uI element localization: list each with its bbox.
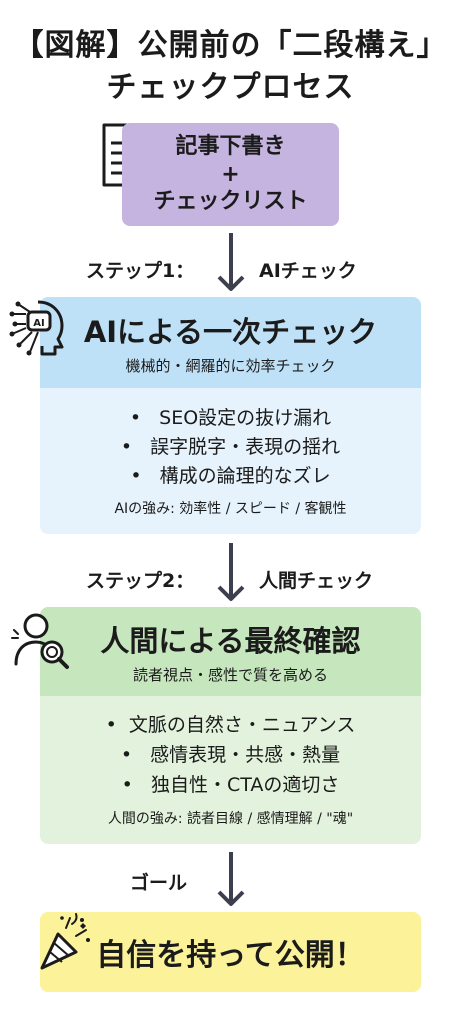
human-check-heading: 人間による最終確認 bbox=[100, 624, 361, 658]
human-strengths: 人間の強み: 読者目線 / 感情理解 / "魂" bbox=[107, 811, 354, 827]
arrow-down-icon bbox=[217, 852, 245, 908]
human-check-item: • 感情表現・共感・熱量 bbox=[120, 744, 341, 766]
ai-check-item: • SEO設定の抜け漏れ bbox=[129, 407, 332, 429]
party-popper-icon bbox=[36, 912, 94, 974]
draft-label: 記事下書き bbox=[175, 134, 286, 160]
ai-strengths: AIの強み: 効率性 / スピード / 客観性 bbox=[114, 501, 347, 517]
arrow-down-icon bbox=[217, 543, 245, 603]
human-check-item: • 独自性・CTAの適切さ bbox=[121, 774, 340, 796]
human-check-item: • 文脈の自然さ・ニュアンス bbox=[105, 714, 356, 736]
ai-check-body: • SEO設定の抜け漏れ • 誤字脱字・表現の揺れ • 構成の論理的なズレ AI… bbox=[40, 388, 421, 534]
page-title-line-1: 【図解】公開前の「二段構え」 bbox=[13, 28, 448, 63]
ai-head-icon: AI bbox=[8, 296, 70, 358]
checklist-label: チェックリスト bbox=[153, 189, 308, 215]
draft-checklist-box: 記事下書き + チェックリスト bbox=[122, 123, 339, 226]
human-check-header: 人間による最終確認 読者視点・感性で質を高める bbox=[40, 607, 421, 696]
plus-sign: + bbox=[221, 161, 240, 187]
ai-check-card: AIによる一次チェック 機械的・網羅的に効率チェック • SEO設定の抜け漏れ … bbox=[40, 297, 421, 534]
step2-type: 人間チェック bbox=[259, 570, 374, 592]
human-check-subtitle: 読者視点・感性で質を高める bbox=[132, 666, 328, 684]
ai-check-item: • 構成の論理的なズレ bbox=[130, 465, 331, 487]
goal-label: ゴール bbox=[130, 872, 188, 894]
ai-check-header: AIによる一次チェック 機械的・網羅的に効率チェック bbox=[40, 297, 421, 388]
publish-goal-text: 自信を持って公開！ bbox=[96, 938, 365, 973]
svg-text:AI: AI bbox=[33, 318, 44, 329]
step2-label: ステップ2： bbox=[86, 570, 195, 592]
page-title-line-2: チェックプロセス bbox=[106, 70, 355, 105]
publish-goal-box: 自信を持って公開！ bbox=[40, 912, 421, 992]
human-check-body: • 文脈の自然さ・ニュアンス • 感情表現・共感・熱量 • 独自性・CTAの適切… bbox=[40, 696, 421, 844]
human-check-card: 人間による最終確認 読者視点・感性で質を高める • 文脈の自然さ・ニュアンス •… bbox=[40, 607, 421, 844]
ai-check-subtitle: 機械的・網羅的に効率チェック bbox=[125, 357, 336, 375]
step1-label: ステップ1： bbox=[86, 260, 195, 282]
ai-check-heading: AIによる一次チェック bbox=[83, 315, 378, 349]
ai-check-item: • 誤字脱字・表現の揺れ bbox=[120, 436, 341, 458]
person-magnifier-icon bbox=[10, 608, 72, 670]
step1-type: AIチェック bbox=[259, 260, 357, 282]
arrow-down-icon bbox=[217, 233, 245, 293]
